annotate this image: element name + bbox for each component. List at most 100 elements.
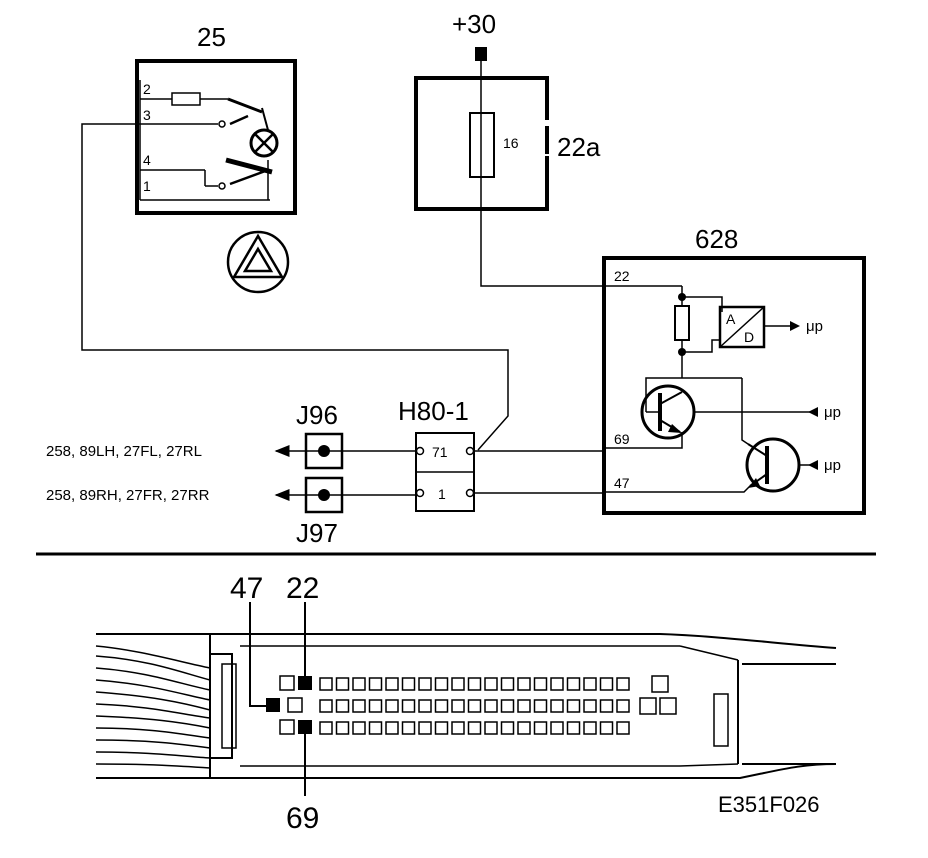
- connector-pin: [599, 699, 614, 713]
- connector-pin: [484, 699, 498, 713]
- resistor-symbol: [171, 92, 201, 106]
- fuse-box-label: 22a: [557, 132, 601, 162]
- hazard-pin-1: 1: [143, 178, 151, 194]
- connector-pin: [418, 721, 432, 735]
- fuse-box-22a: +30 16 22a: [414, 9, 601, 211]
- connector-view: 47 22 69: [95, 572, 837, 835]
- connector-pin: [319, 699, 333, 713]
- connector-pin: [335, 677, 350, 691]
- connector-pin: [616, 721, 630, 735]
- hazard-switch-25: 25 2 3 4 1: [135, 22, 297, 294]
- connector-pin: [616, 677, 630, 691]
- cv-label-69: 69: [286, 802, 319, 835]
- connector-pin: [368, 721, 383, 735]
- module-pin-47: 47: [614, 475, 630, 491]
- j97-label: J97: [296, 518, 338, 548]
- connector-pin: [517, 721, 531, 735]
- transistor-1: [640, 384, 696, 440]
- junction-j97: J97: [296, 476, 344, 548]
- transistor-2: [745, 437, 801, 493]
- connector-pin: [368, 677, 383, 691]
- connector-pin: [599, 677, 614, 691]
- hazard-pin-2: 2: [143, 81, 151, 97]
- hazard-switch-number: 25: [197, 22, 226, 52]
- connector-pin: [583, 721, 597, 735]
- connector-pin: [368, 699, 383, 713]
- connector-pin: [385, 721, 399, 735]
- connector-pin: [451, 677, 465, 691]
- connector-pin: [434, 699, 449, 713]
- pin-22: [298, 676, 312, 690]
- connector-pin: [550, 677, 564, 691]
- supply-label: +30: [452, 9, 496, 39]
- cv-label-22: 22: [286, 572, 319, 605]
- connector-pin: [352, 721, 366, 735]
- connector-pin: [401, 677, 416, 691]
- connector-pin: [517, 699, 531, 713]
- connector-pin: [533, 699, 548, 713]
- control-module-628: 628 22 69 47 A D μp: [602, 224, 866, 515]
- fuse-symbol: [469, 112, 495, 178]
- connector-pin: [583, 699, 597, 713]
- adc-label-a: A: [726, 311, 736, 327]
- lamp-icon: [249, 128, 279, 158]
- connector-pin: [583, 677, 597, 691]
- connector-pin: [401, 721, 416, 735]
- connector-pin: [566, 699, 581, 713]
- h80-pin-71: 71: [432, 444, 448, 460]
- hazard-pin-3: 3: [143, 107, 151, 123]
- module-number: 628: [695, 224, 738, 254]
- hazard-pin-4: 4: [143, 152, 151, 168]
- wire-switch-to-h80: [81, 123, 509, 451]
- ad-converter: A D: [718, 305, 766, 349]
- connector-pin: [352, 699, 366, 713]
- fuse-number: 16: [503, 135, 519, 151]
- connector-pin: [550, 721, 564, 735]
- cv-label-47: 47: [230, 572, 263, 605]
- junction-j96: J96: [296, 400, 344, 470]
- connector-pin: [599, 721, 614, 735]
- connector-pin: [566, 721, 581, 735]
- connector-pin: [500, 721, 515, 735]
- pin-69: [298, 720, 312, 734]
- up-label-2: μp: [824, 404, 841, 421]
- connector-pin: [418, 677, 432, 691]
- connector-pin: [467, 677, 482, 691]
- connector-h80-1: H80-1 71 1: [398, 396, 475, 512]
- connector-pin: [352, 677, 366, 691]
- j96-label: J96: [296, 400, 338, 430]
- connector-pin: [451, 699, 465, 713]
- connector-pin: [434, 677, 449, 691]
- connector-pin: [533, 721, 548, 735]
- connector-pin: [467, 699, 482, 713]
- connector-pin: [550, 699, 564, 713]
- up-label-3: μp: [824, 457, 841, 474]
- wire-fuse-to-module: [480, 177, 604, 287]
- connector-pin: [335, 721, 350, 735]
- connector-pin: [517, 677, 531, 691]
- connector-pin: [467, 721, 482, 735]
- sense-resistor: [674, 305, 690, 341]
- connector-pin: [500, 699, 515, 713]
- module-pin-22: 22: [614, 268, 630, 284]
- connector-pin: [566, 677, 581, 691]
- connector-pin: [287, 697, 303, 713]
- connector-pin: [500, 677, 515, 691]
- connector-pin: [616, 699, 630, 713]
- figure-code: E351F026: [718, 792, 820, 817]
- connector-pin: [279, 719, 295, 735]
- connector-pin: [418, 699, 432, 713]
- up-label-1: μp: [806, 318, 823, 335]
- connector-pin: [279, 675, 295, 691]
- hazard-triangle-icon: [226, 230, 290, 294]
- module-pin-69: 69: [614, 431, 630, 447]
- connector-pin: [484, 677, 498, 691]
- connector-pin: [484, 721, 498, 735]
- connector-pin: [385, 677, 399, 691]
- connector-pin: [451, 721, 465, 735]
- pin-47: [266, 698, 280, 712]
- connector-pin: [533, 677, 548, 691]
- supply-terminal: [475, 47, 487, 61]
- adc-label-d: D: [744, 329, 754, 345]
